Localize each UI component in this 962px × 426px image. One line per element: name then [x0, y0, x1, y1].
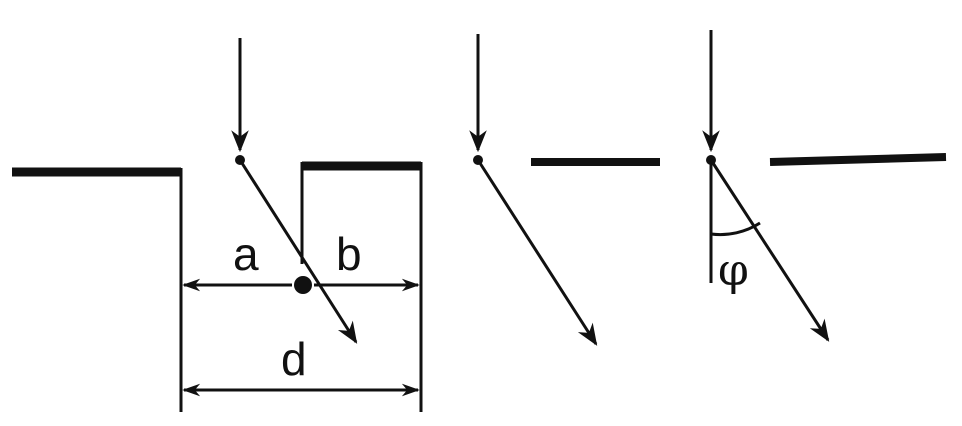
diffracted-ray-1	[238, 159, 358, 344]
intersection-point	[294, 276, 312, 294]
panel-slit-dimensions: a b d	[12, 38, 423, 412]
diffracted-ray-2	[476, 159, 598, 346]
diffracted-ray-3	[709, 159, 830, 342]
angle-arc	[710, 221, 761, 237]
label-a: a	[233, 228, 259, 280]
label-phi: φ	[718, 245, 749, 296]
screen-bar-3	[769, 153, 947, 166]
label-d: d	[281, 333, 307, 385]
label-b: b	[336, 228, 362, 280]
panel-edge-diffraction	[469, 34, 660, 346]
panel-angle: φ	[702, 30, 947, 342]
